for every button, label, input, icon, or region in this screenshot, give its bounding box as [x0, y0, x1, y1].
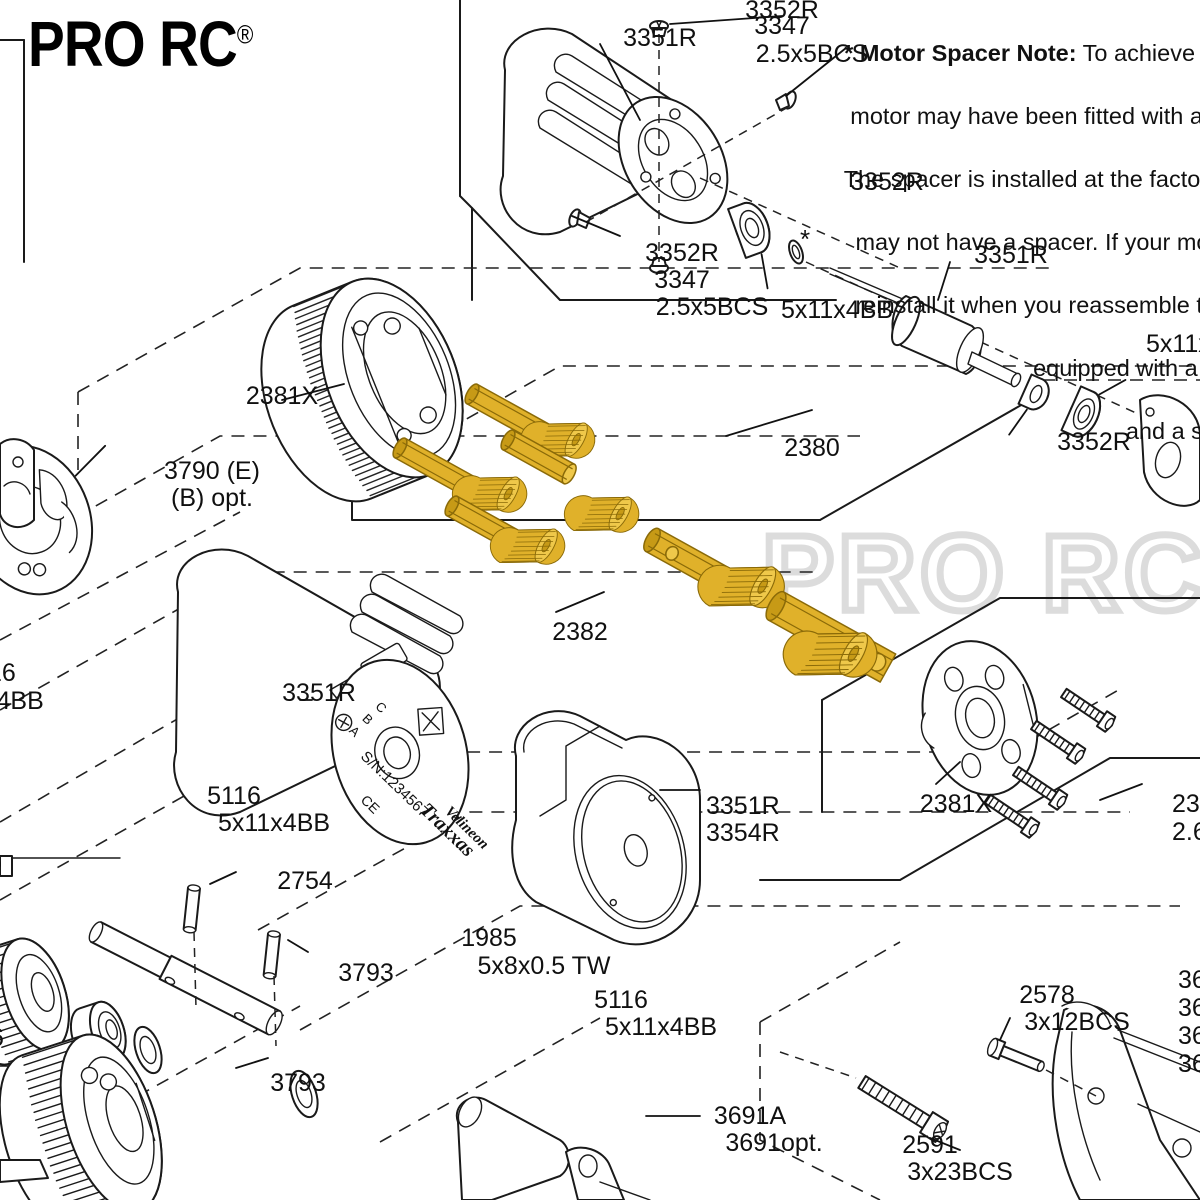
l-5x11x4bb-d: 5x11x4BB — [604, 1013, 718, 1041]
l-3691a: 3691A — [713, 1102, 787, 1130]
l-1985: 1985 — [461, 924, 517, 952]
note-line-7: and a sp — [1125, 417, 1200, 444]
note-line-6: equipped with a s — [1033, 354, 1200, 381]
l-3351r-can: 3351R — [282, 679, 356, 707]
screw-2.6x8-d — [984, 793, 1041, 839]
l-5x11x4bb-b: 5x11x4BB — [1145, 330, 1200, 358]
l-3793-b: 3793 — [270, 1069, 326, 1097]
l-3x12bcs: 3x12BCS — [1024, 1008, 1130, 1036]
part-motor-spacer-asterisk — [788, 239, 804, 265]
screw-2591 — [857, 1075, 950, 1143]
part-lower-arm-3691a — [455, 1096, 701, 1200]
l-25x5bcs-top: 2.5x5BCS — [755, 40, 869, 68]
l-5x11x4bb-c: 5x11x4BB — [217, 809, 331, 837]
screw-3347-bottom — [649, 257, 669, 274]
l-3352r-bearing: 3352R — [1057, 428, 1131, 456]
l-3793-a: 3793 — [338, 959, 394, 987]
part-bearing-5x11x4bb-right — [1060, 379, 1127, 438]
l-36-c: 36 — [1178, 1022, 1200, 1050]
l-3790b: (B) opt. — [171, 484, 253, 512]
l-36-a: 36 — [1178, 966, 1200, 994]
screw-2.6x8-a — [1030, 719, 1087, 765]
screw-2578 — [986, 1037, 1045, 1073]
part-bearing-5x11x4bb-top — [727, 201, 771, 290]
note-line-1: * Motor Spacer Note: To achieve the — [844, 39, 1196, 66]
l-2381x-spur: 2381X — [245, 382, 319, 410]
l-2382: 2382 — [552, 618, 608, 646]
l-2578: 2578 — [1019, 981, 1075, 1009]
watermark-pro-rc: PRO RC — [759, 509, 1200, 637]
part-lower-gear-cluster — [0, 871, 319, 1200]
pin-3793 — [262, 930, 281, 980]
registered-trademark-icon: ® — [236, 19, 254, 50]
l-36-d: 36 — [1178, 1050, 1200, 1078]
part-motor-endbell-3351r — [499, 15, 901, 274]
screw-3347-top — [649, 20, 669, 37]
l-5x8x05tw: 5x8x0.5 TW — [477, 952, 611, 980]
l-26x8-clip: 2.6x8 — [1172, 818, 1200, 846]
note-line-2: motor may have been fitted with a t — [850, 102, 1200, 129]
l-36-b: 36 — [1178, 994, 1200, 1022]
l-2591: 2591 — [902, 1131, 958, 1159]
part-left-edge-fragments — [0, 438, 49, 1183]
brand-logo-text: PRO RC — [28, 8, 238, 80]
l-3691opt: 3691opt. — [725, 1129, 823, 1157]
l-4bb-left: x4BB — [0, 687, 44, 715]
l-3x23bcs: 3x23BCS — [907, 1158, 1013, 1186]
l-3351r-rotor: 3351R — [974, 241, 1048, 269]
asterisk-marker: * — [800, 224, 810, 254]
part-output-plate-2381x — [920, 640, 1143, 839]
l-5x11x4bb-a: 5x11x4BB — [780, 296, 894, 324]
l-5116-left: 16 — [0, 659, 16, 687]
part-gear-cover-3354r — [511, 710, 701, 946]
l-25x5bcs-lower: 2.5x5BCS — [655, 293, 769, 321]
note-line-3: The spacer is installed at the factory o — [843, 165, 1200, 192]
l-3354r-cover: 3354R — [706, 819, 780, 847]
l-2381x-plate: 2381X — [919, 790, 993, 818]
l-5116-b: 5116 — [594, 986, 648, 1014]
l-2754: 2754 — [277, 867, 333, 895]
note-line-5: reinstall it when you reassemble th — [855, 291, 1200, 318]
l-6-left: 6 — [0, 1024, 50, 1053]
l-3352r-top: 3352R — [745, 0, 819, 24]
l-3790e: 3790 (E) — [164, 457, 260, 485]
part-gold-geartrain — [392, 383, 897, 707]
l-5-left: 5 — [0, 848, 48, 877]
note-title: * Motor Spacer Note: — [844, 39, 1077, 66]
screw-2.6x8-c — [1012, 765, 1069, 811]
part-rotor-3351r — [805, 261, 1161, 425]
l-3352r-lower: 3352R — [645, 239, 719, 267]
l-5116-a: 5116 — [207, 782, 261, 810]
note-line-4: may not have a spacer. If your mot — [855, 228, 1200, 255]
l-3351r-cover: 3351R — [706, 792, 780, 820]
part-motor-can-3351r — [173, 548, 470, 846]
l-3352r-right: 3352R — [850, 168, 924, 196]
screw-2.6x8-b — [1060, 687, 1117, 733]
part-spacer-3352r-right — [1008, 373, 1050, 436]
part-endplate-right — [1139, 394, 1200, 507]
l-3347-top: 3347 — [754, 12, 810, 40]
pin-2754 — [182, 884, 201, 934]
motor-spacer-note: * Motor Spacer Note: To achieve the moto… — [818, 6, 1200, 479]
l-3347-lower: 3347 — [654, 266, 710, 294]
l-3351r-endbell: 3351R — [623, 24, 697, 52]
brand-logo: PRO RC® — [28, 12, 253, 76]
l-2380: 2380 — [784, 434, 840, 462]
svg-text:PRO RC: PRO RC — [762, 512, 1200, 633]
l-238-clip: 238 — [1172, 790, 1200, 818]
